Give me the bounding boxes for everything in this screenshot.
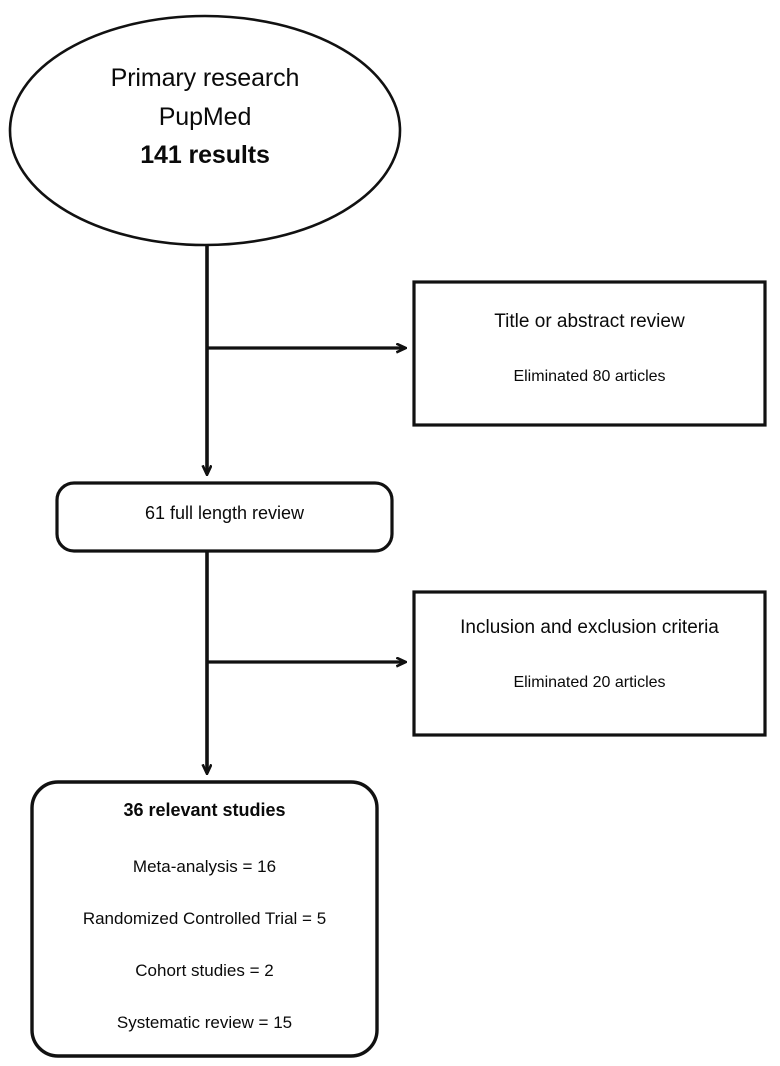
exclusion-2-subline: Eliminated 20 articles [513, 674, 666, 692]
included-breakdown-item-1: Randomized Controlled Trial = 5 [82, 909, 327, 929]
source-ellipse-label: Primary research PupMed 141 results [60, 64, 350, 180]
fulltext-box-shape [55, 481, 394, 553]
source-line-1: Primary research [110, 64, 300, 92]
exclusion-box-1-label: Title or abstract review Eliminated 80 a… [414, 311, 765, 387]
exclusion-box-1-shape [412, 280, 767, 427]
exclusion-2-headline: Inclusion and exclusion criteria [460, 617, 719, 638]
included-breakdown-item-3: Systematic review = 15 [116, 1013, 293, 1033]
source-line-3: 141 results [140, 141, 270, 169]
source-line-2: PupMed [158, 102, 252, 131]
exclusion-box-2-label: Inclusion and exclusion criteria Elimina… [414, 617, 765, 693]
included-breakdown-item-0: Meta-analysis = 16 [132, 857, 277, 877]
included-breakdown-item-2: Cohort studies = 2 [135, 961, 274, 981]
exclusion-box-2-shape [412, 590, 767, 737]
source-ellipse-shape [8, 14, 402, 247]
included-box-shape [30, 780, 379, 1058]
exclusion-1-headline: Title or abstract review [494, 311, 685, 332]
exclusion-1-subline: Eliminated 80 articles [513, 368, 666, 386]
included-box-title: 36 relevant studies [123, 800, 286, 820]
included-box-label: 36 relevant studies Meta-analysis = 16 R… [32, 800, 377, 1033]
fulltext-box-label: 61 full length review [57, 503, 392, 524]
fulltext-box-label-text: 61 full length review [144, 503, 305, 523]
